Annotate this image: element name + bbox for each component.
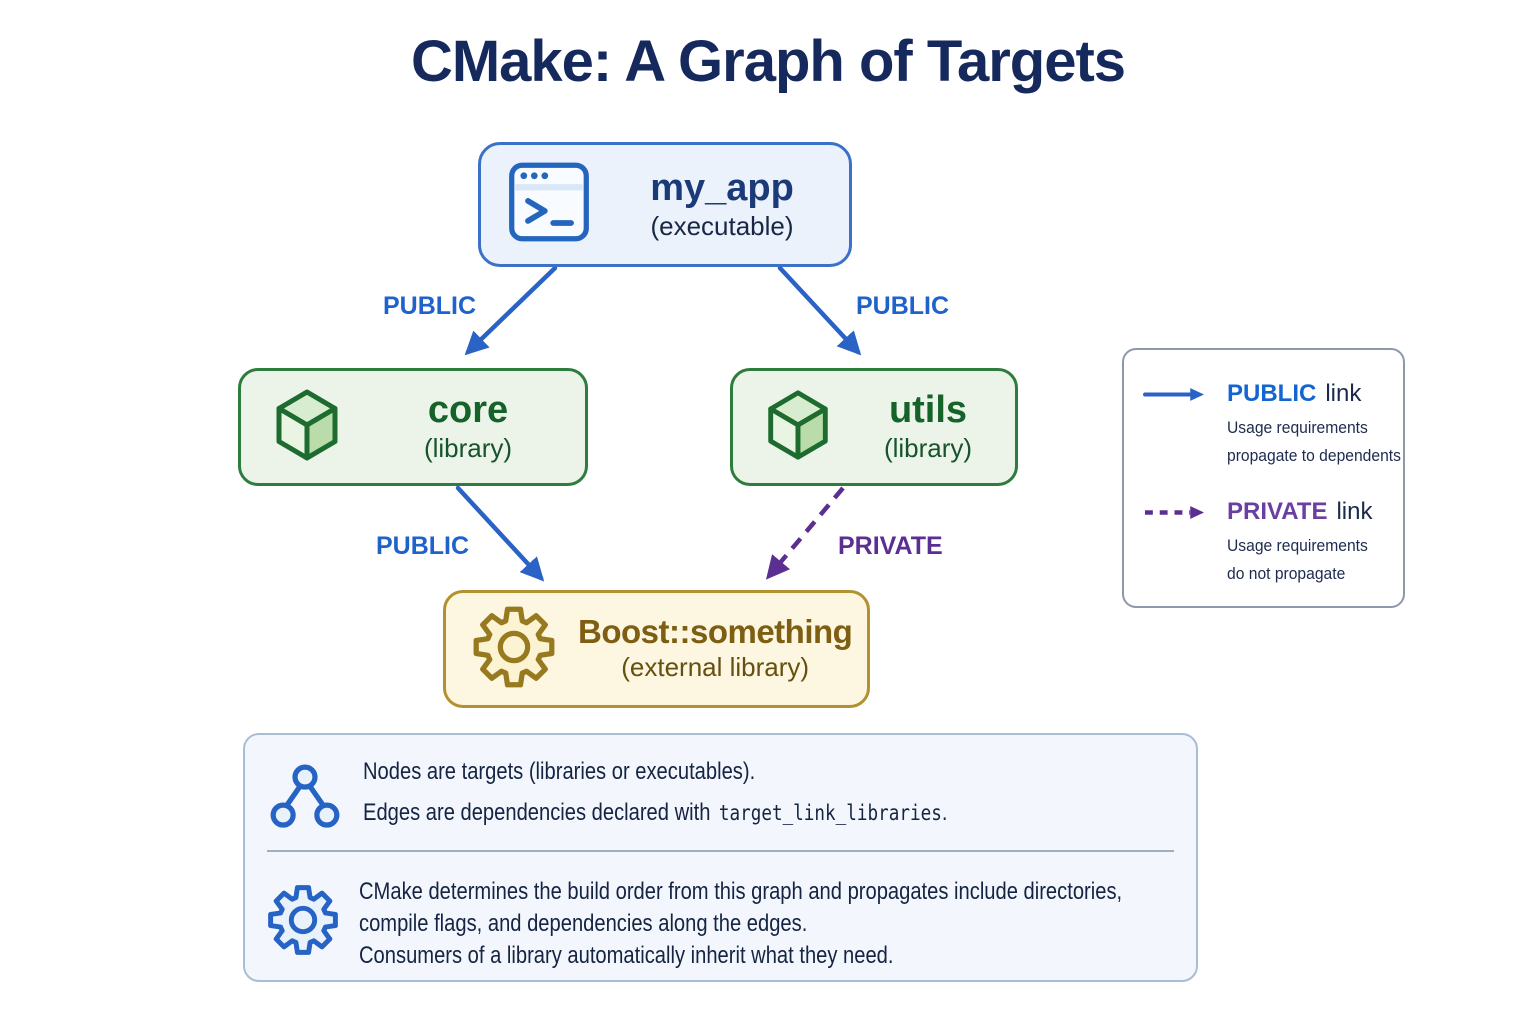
code-target-link-libraries: target_link_libraries [718,801,942,825]
legend-private-description: Usage requirements do not propagate [1227,536,1368,583]
legend-public-description: Usage requirements propagate to dependen… [1227,418,1401,465]
gear-icon [472,605,556,694]
edge-core-to-boost [455,485,545,582]
notes-divider [267,850,1174,852]
node-subtitle: (library) [423,433,513,464]
node-subtitle: (external library) [621,652,810,683]
node-utils: utils (library) [730,368,1018,486]
solid-blue-arrow-icon [1143,387,1205,401]
node-my-app: my_app (executable) [478,142,852,267]
edge-label-public-myapp-core: PUBLIC [383,292,477,320]
graph-nodes-icon [267,759,343,840]
edge-myapp-to-utils [777,265,862,356]
cube-icon [267,385,347,470]
legend-public-keyword: PUBLIC [1227,380,1317,407]
legend-private-suffix: link [1336,498,1373,525]
notes-section-build-order: CMake determines the build order from th… [245,860,1196,972]
legend-public-row: PUBLIC link [1143,380,1393,408]
node-title: utils [888,389,968,432]
edge-utils-to-boost [765,486,845,580]
terminal-window-icon [507,160,591,249]
edge-label-public-myapp-utils: PUBLIC [856,292,950,320]
cube-icon [759,386,837,469]
notes-section-nodes-edges: Nodes are targets (libraries or executab… [245,735,1196,840]
node-title: core [427,389,509,432]
edge-myapp-to-core [464,265,558,356]
dashed-purple-arrow-icon [1144,505,1205,519]
notes-line-nodes: Nodes are targets (libraries or executab… [363,758,756,785]
notes-line-build-2: compile flags, and dependencies along th… [359,910,808,937]
page-title: CMake: A Graph of Targets [410,29,1126,94]
link-type-legend: PUBLIC link Usage requirements propagate… [1122,348,1405,608]
node-core: core (library) [238,368,588,486]
legend-public-suffix: link [1325,380,1362,407]
node-title: my_app [650,166,794,209]
node-title: Boost::something [578,613,853,651]
notes-line-build-1: CMake determines the build order from th… [359,878,1123,905]
node-boost-something: Boost::something (external library) [443,590,870,708]
edge-label-private-utils-boost: PRIVATE [838,532,943,560]
edge-label-public-core-boost: PUBLIC [376,532,470,560]
node-subtitle: (library) [883,433,973,464]
node-subtitle: (executable) [650,210,794,241]
legend-private-keyword: PRIVATE [1227,498,1328,525]
notes-panel: Nodes are targets (libraries or executab… [243,733,1198,982]
notes-line-build-3: Consumers of a library automatically inh… [359,942,894,969]
gear-icon [267,884,339,961]
legend-private-row: PRIVATE link [1143,498,1393,526]
